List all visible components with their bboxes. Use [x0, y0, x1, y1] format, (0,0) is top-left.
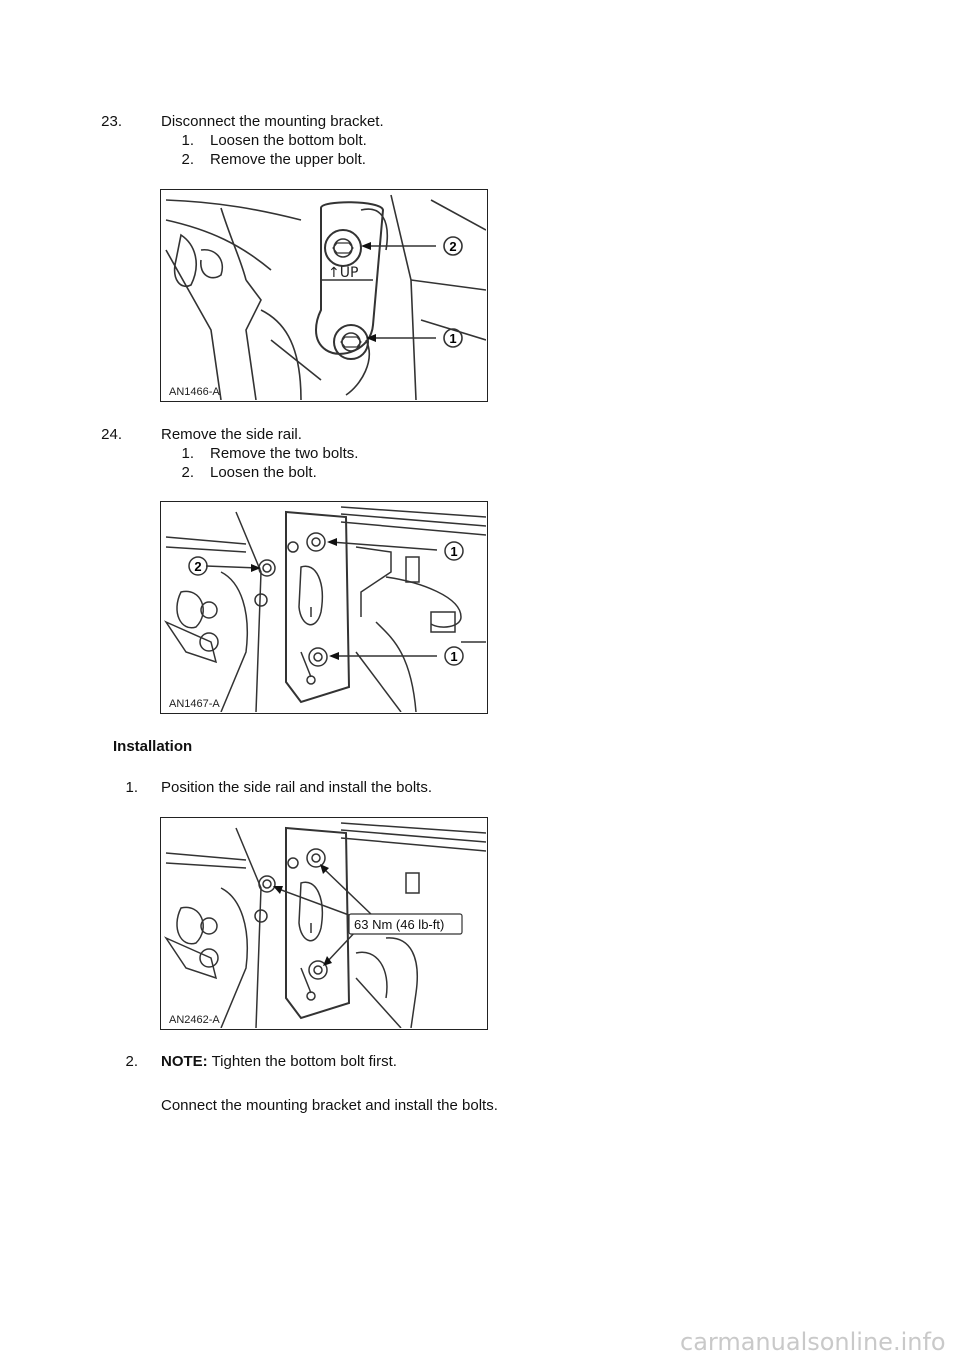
substep-number: 2.	[181, 151, 194, 168]
section-heading-installation: Installation	[113, 738, 193, 755]
callout-2: 2	[194, 559, 201, 574]
figure-code: AN1466-A	[169, 386, 220, 398]
step-number: 24.	[101, 426, 122, 443]
callout-1: 1	[450, 649, 457, 664]
substep-text: Remove the two bolts.	[210, 445, 359, 462]
step-text: Connect the mounting bracket and install…	[161, 1097, 498, 1114]
torque-illustration: 63 Nm (46 lb-ft) AN2462-A	[163, 822, 486, 1028]
side-rail-illustration: 1 2 1 AN1467-A	[163, 506, 486, 712]
substep-text: Remove the upper bolt.	[210, 151, 366, 168]
note-line: NOTE: Tighten the bottom bolt first.	[161, 1053, 397, 1071]
callout-1: 1	[449, 331, 456, 346]
substep-text: Loosen the bolt.	[210, 464, 317, 481]
note-label: NOTE:	[161, 1053, 208, 1070]
torque-label: 63 Nm (46 lb-ft)	[354, 917, 444, 932]
figure-code: AN2462-A	[169, 1014, 220, 1026]
callout-1: 1	[450, 544, 457, 559]
step-text: Position the side rail and install the b…	[161, 779, 432, 796]
step-text: Remove the side rail.	[161, 426, 302, 443]
substep-text: Loosen the bottom bolt.	[210, 132, 367, 149]
substep-number: 1.	[181, 132, 194, 149]
figure-code: AN1467-A	[169, 698, 220, 710]
figure-an1467: 1 2 1 AN1467-A	[160, 501, 488, 714]
figure-an1466: 2 1 ↑UP AN1466-A	[160, 189, 488, 402]
step-number: 2.	[125, 1053, 138, 1070]
substep-number: 2.	[181, 464, 194, 481]
up-stamp: ↑UP	[328, 265, 358, 281]
bracket-illustration: 2 1 ↑UP AN1466-A	[165, 194, 486, 400]
footer-watermark: carmanualsonline.info	[680, 1328, 946, 1356]
note-text: Tighten the bottom bolt first.	[207, 1053, 397, 1070]
step-text: Disconnect the mounting bracket.	[161, 113, 384, 130]
callout-2: 2	[449, 239, 456, 254]
step-number: 1.	[125, 779, 138, 796]
step-number: 23.	[101, 113, 122, 130]
substep-number: 1.	[181, 445, 194, 462]
figure-an2462: 63 Nm (46 lb-ft) AN2462-A	[160, 817, 488, 1030]
